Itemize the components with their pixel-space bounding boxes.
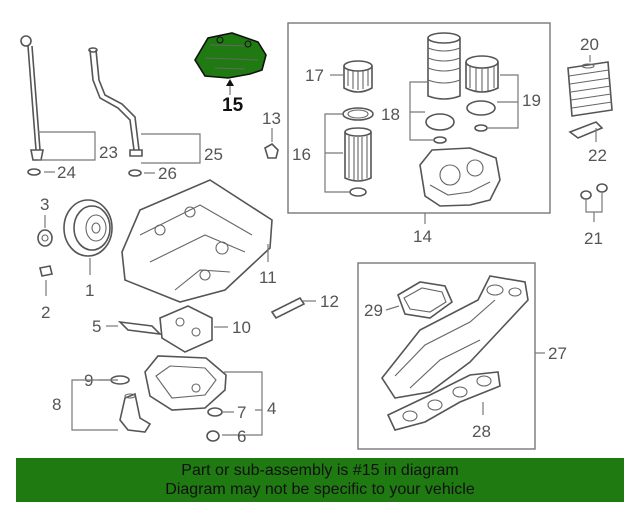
- callout-23: 23: [99, 143, 118, 162]
- callout-4: 4: [267, 399, 276, 418]
- info-banner: Part or sub-assembly is #15 in diagram D…: [16, 458, 624, 502]
- banner-line-2: Diagram may not be specific to your vehi…: [165, 481, 475, 498]
- callout-6: 6: [237, 427, 246, 446]
- part-6-drain-plug[interactable]: [206, 430, 220, 442]
- part-21-seals[interactable]: [580, 183, 608, 200]
- callout-21: 21: [584, 229, 603, 248]
- part-1-pulley[interactable]: [63, 199, 113, 257]
- part-11-lower-housing[interactable]: [121, 179, 273, 303]
- part-17-filter-cap[interactable]: [343, 60, 373, 93]
- part-22-cooler-gasket[interactable]: [568, 121, 604, 139]
- part-18-filter-housing[interactable]: [425, 32, 461, 144]
- callout-17: 17: [305, 66, 324, 85]
- part-dipstick[interactable]: [20, 35, 44, 176]
- callout-13: 13: [262, 109, 281, 128]
- part-29-gasket[interactable]: [397, 281, 453, 319]
- banner-line-1: Part or sub-assembly is #15 in diagram: [181, 462, 459, 479]
- callout-24: 24: [57, 163, 76, 182]
- part-oil-pan[interactable]: [144, 355, 227, 411]
- callout-7: 7: [237, 403, 246, 422]
- part-13-clip[interactable]: [264, 143, 279, 159]
- part-5-gasket[interactable]: [117, 320, 163, 336]
- callout-8: 8: [52, 395, 61, 414]
- part-28-gasket[interactable]: [386, 371, 501, 431]
- callout-2: 2: [41, 303, 50, 322]
- part-10-oil-pump[interactable]: [159, 305, 213, 353]
- group-box-27: [357, 262, 536, 450]
- part-20-oil-cooler[interactable]: [567, 61, 613, 117]
- callout-10: 10: [232, 318, 251, 337]
- part-2-bolt[interactable]: [39, 265, 53, 277]
- part-15-highlighted[interactable]: [194, 32, 267, 95]
- callout-18: 18: [381, 105, 400, 124]
- part-filter-housing-base[interactable]: [419, 147, 501, 207]
- callout-15: 15: [222, 95, 244, 116]
- part-8-oil-level-sensor[interactable]: [119, 392, 152, 433]
- callout-3: 3: [40, 195, 49, 214]
- callout-22: 22: [588, 146, 607, 165]
- group-box-14: [287, 22, 551, 214]
- callout-12: 12: [320, 292, 339, 311]
- callout-5: 5: [92, 317, 101, 336]
- callout-19: 19: [522, 91, 541, 110]
- callout-27: 27: [548, 344, 567, 363]
- part-7-drain-washer[interactable]: [207, 407, 223, 417]
- callout-11: 11: [259, 268, 277, 287]
- callout-29: 29: [364, 301, 383, 320]
- callout-16: 16: [292, 145, 311, 164]
- part-3-washer[interactable]: [37, 229, 53, 247]
- callout-28: 28: [472, 422, 491, 441]
- callout-14: 14: [413, 227, 432, 246]
- part-12-sensor[interactable]: [270, 296, 306, 320]
- callout-1: 1: [85, 281, 94, 300]
- callout-26: 26: [158, 164, 177, 183]
- callout-20: 20: [580, 35, 599, 54]
- part-16-filter-element[interactable]: [342, 107, 374, 197]
- callout-25: 25: [204, 145, 223, 164]
- part-19-cooler-cap[interactable]: [465, 55, 499, 132]
- part-intake-manifold[interactable]: [381, 275, 529, 399]
- part-dipstick-tube[interactable]: [88, 47, 143, 177]
